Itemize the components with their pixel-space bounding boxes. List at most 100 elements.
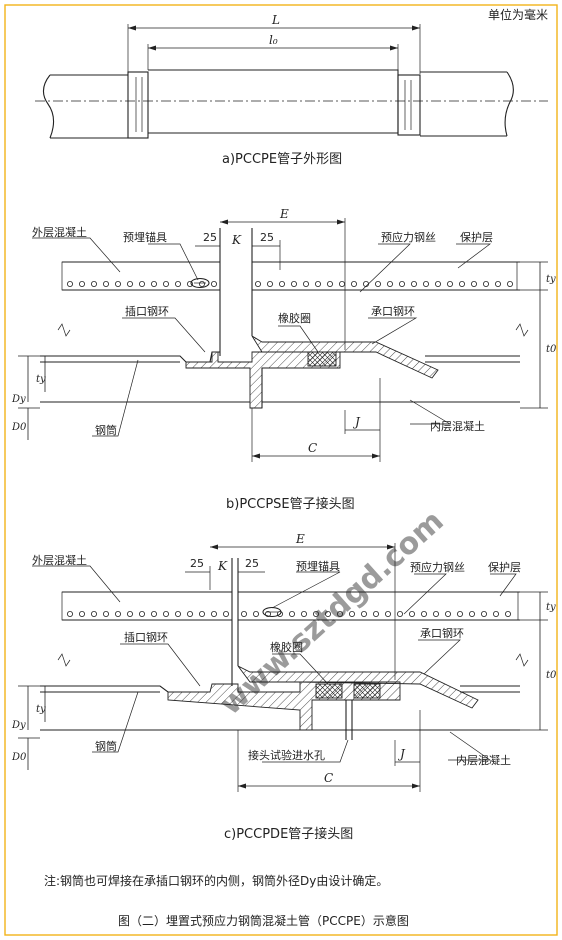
note-text: 注:钢筒也可焊接在承插口钢环的内侧，钢筒外径Dy由设计确定。 [44,873,388,888]
wire-circle [174,280,181,287]
dim-25a-c: 25 [190,557,204,570]
wire-circle [300,611,307,618]
dim-l0: l₀ [269,33,278,47]
embedded-anchor-mark-c [262,606,282,618]
wire-circle [338,280,345,287]
figure-a-drawing: L l₀ [35,13,548,139]
wire-circle [396,611,403,618]
wire-circle [350,280,357,287]
wire-circle [254,280,261,287]
embedded-anchor-mark [190,277,210,289]
figure-c-caption: c)PCCPDE管子接头图 [224,826,353,842]
wire-circle [386,280,393,287]
dim-C-c: C [324,771,333,785]
label-steel-cylinder-b: 钢筒 [95,423,117,437]
wire-circle [138,611,145,618]
wire-circle [266,280,273,287]
wire-circle [302,280,309,287]
wire-circle [504,611,511,618]
prestressed-wire-circles [67,280,513,287]
wire-circle [138,280,145,287]
label-spigot-ring-c: 插口钢环 [124,630,168,644]
dim-Dy: Dy [11,394,26,405]
wire-circle [174,611,181,618]
wire-circle [348,611,355,618]
wire-circle [398,280,405,287]
orange-frame [4,4,558,936]
wire-circle [456,611,463,618]
wire-circle [432,611,439,618]
rubber-ring-c1 [315,683,343,699]
wire-circle [314,280,321,287]
left-coupling [127,71,149,139]
wire-circle [103,280,110,287]
wire-circle [210,611,217,618]
label-rubber-ring-c: 橡胶圈 [270,640,303,654]
label-prestressed-wire-b: 预应力钢丝 [381,230,436,244]
dim-ty-left: ty [36,374,46,385]
wire-circle [458,280,465,287]
dim-ty-c: ty [546,602,556,613]
wire-circle [186,280,193,287]
wire-circle [115,280,122,287]
dim-25a: 25 [203,231,217,244]
wire-circle [434,280,441,287]
wire-circle [210,280,217,287]
wire-circle [222,611,229,618]
wire-circle [127,611,134,618]
dim-25b: 25 [260,231,274,244]
wire-circle [162,611,169,618]
label-socket-ring-b: 承口钢环 [371,305,415,318]
label-protective-layer-c: 保护层 [488,560,521,574]
dim-J-c: J [397,747,406,761]
figure-a-caption: a)PCCPE管子外形图 [222,152,342,167]
wire-circle [252,611,259,618]
label-steel-cylinder-c: 钢筒 [95,739,117,753]
wire-circle [198,280,205,287]
wire-circle [374,280,381,287]
wire-circle [288,611,295,618]
wire-circle [186,611,193,618]
wire-circle [162,280,169,287]
wire-circle [79,611,86,618]
wire-circle [91,280,98,287]
label-embedded-anchor-b: 预埋锚具 [123,230,167,244]
dim-D0-c: D0 [11,752,27,763]
rubber-ring-c2 [353,683,381,699]
label-inner-concrete-c: 内层混凝土 [456,753,511,767]
dim-t0: t0 [546,344,557,355]
label-rubber-ring-b: 橡胶圈 [278,311,311,325]
wire-circle [336,611,343,618]
dim-K-c: K [217,559,228,573]
wire-circle [240,611,247,618]
wire-circle [91,611,98,618]
figure-title: 图（二）埋置式预应力钢筒混凝土管（PCCPE）示意图 [118,913,409,928]
dim-ty: ty [546,274,556,285]
wire-circle [67,611,74,618]
wire-circle [115,611,122,618]
dim-E: E [279,207,289,221]
wire-circle [410,280,417,287]
label-test-hole-c: 接头试验进水孔 [248,748,325,762]
label-protective-layer-b: 保护层 [460,230,493,244]
dim-t0-c: t0 [546,670,557,681]
unit-label: 单位为毫米 [488,7,548,22]
wire-circle [326,280,333,287]
label-outer-concrete-c: 外层混凝土 [32,553,87,567]
wire-circle [312,611,319,618]
wire-circle [372,611,379,618]
wire-circle [446,280,453,287]
label-spigot-ring-b: 插口钢环 [125,304,169,318]
wire-circle [384,611,391,618]
wire-circle [276,611,283,618]
dim-Dy-c: Dy [11,720,26,731]
socket-ring-hatch [251,335,439,379]
wire-circle [468,611,475,618]
right-coupling [397,74,421,136]
dim-K: K [231,233,242,247]
dim-ty-left-c: ty [36,704,46,715]
wire-circle [360,611,367,618]
wire-circle [494,280,501,287]
figure-b-caption: b)PCCPSE管子接头图 [226,496,355,512]
